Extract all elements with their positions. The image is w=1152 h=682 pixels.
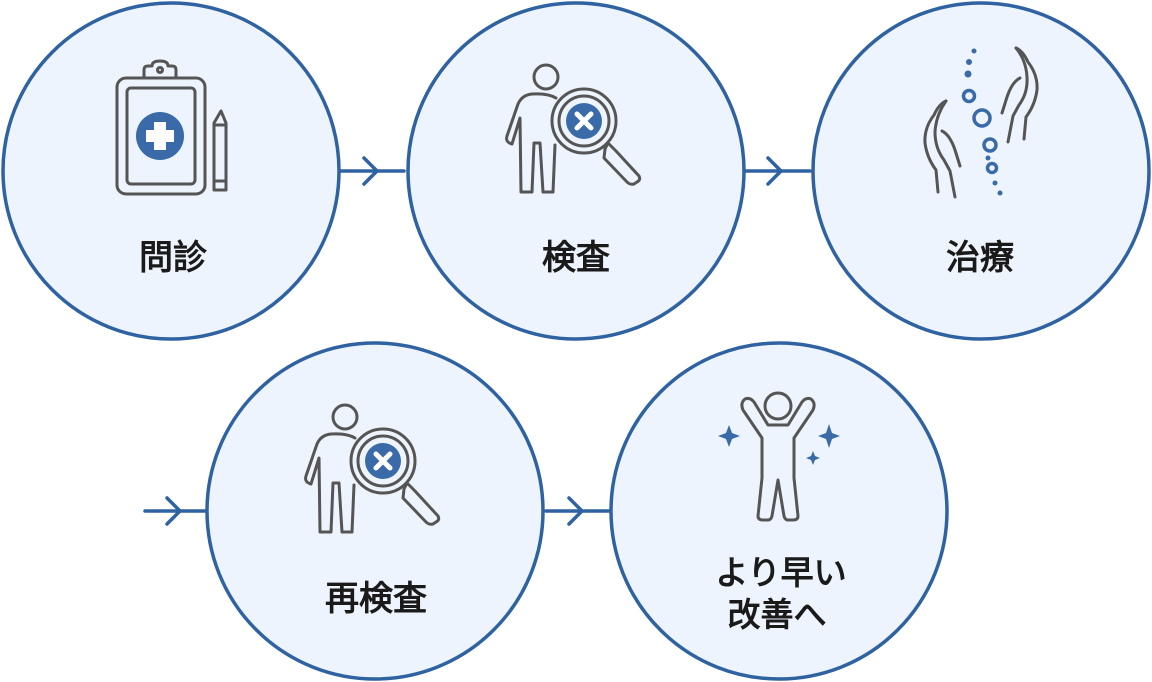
- step-label-line2: 改善へ: [728, 595, 827, 634]
- step-label: 再検査: [325, 579, 427, 619]
- x-badge: [365, 443, 401, 479]
- arrow-2-to-3: [743, 156, 812, 186]
- step-re-examination: 再検査: [205, 341, 545, 681]
- step-label: 治療: [946, 238, 1015, 278]
- hands-spine-icon: [923, 46, 1039, 199]
- clipboard-medical-cross-icon: [115, 59, 228, 196]
- person-magnifier-icon: [304, 403, 441, 534]
- step-consultation: 問診: [1, 1, 341, 341]
- x-badge: [566, 103, 602, 139]
- person-cheering-sparkles-icon: [718, 391, 840, 522]
- step-circle: [609, 341, 949, 681]
- step-circle: [811, 1, 1151, 341]
- step-treatment: 治療: [811, 1, 1151, 341]
- arrow-1-to-2: [339, 156, 406, 186]
- arrow-4-to-5: [544, 496, 612, 526]
- person-magnifier-icon: [505, 63, 642, 194]
- step-faster-improvement: より早い 改善へ: [609, 341, 949, 681]
- step-examination: 検査: [406, 1, 746, 341]
- step-label: 問診: [139, 238, 208, 278]
- arrow-in-to-4: [143, 496, 207, 526]
- step-circle: [205, 341, 545, 681]
- step-circle: [406, 1, 746, 341]
- step-circle: [1, 1, 341, 341]
- step-label-line1: より早い: [715, 553, 846, 592]
- medical-cross-badge: [136, 112, 184, 160]
- step-label: 検査: [542, 238, 610, 278]
